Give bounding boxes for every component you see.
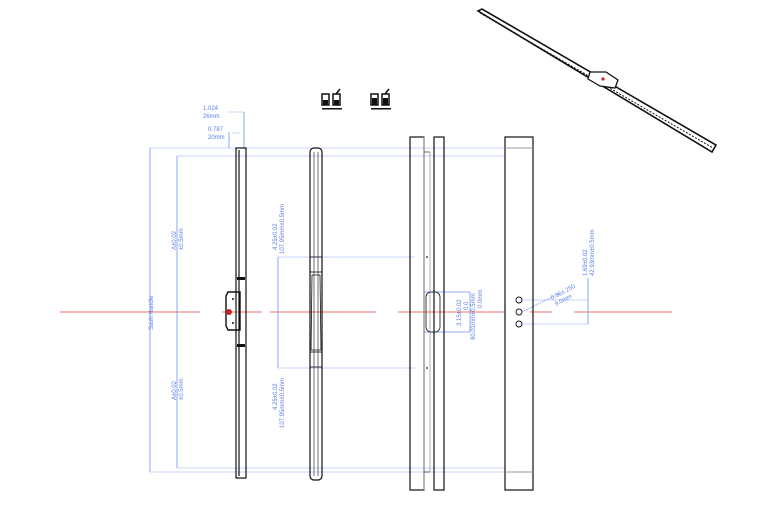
rail-side-view [309, 147, 323, 481]
dimension-labels: 1.024 26mm 0.787 20mm Sash Handle A±0.02… [149, 106, 596, 428]
handle-thumbnail [370, 88, 391, 110]
isometric-view [476, 8, 718, 154]
dim-overall-label: Sash Handle [149, 295, 155, 330]
dim-slot-mm2: 0.0mm [478, 290, 484, 308]
dim-top-outer-inch: 1.024 [203, 106, 219, 112]
dim-hole-offset-inch: 1.69±0.02 [583, 249, 589, 276]
dim-lower-a-inch: A±0.02 [172, 380, 178, 400]
dim-upper-seg-mm: 107.95mm±0.5mm [280, 204, 286, 254]
dim-slot-inch2: 0.0 [464, 301, 470, 310]
rail-front-view [225, 147, 247, 479]
dim-lower-seg-inch: 4.25±0.02 [273, 383, 279, 410]
dimension-lines [149, 111, 589, 473]
mounting-hole [515, 308, 523, 316]
dim-top-inner-mm: 20mm [208, 135, 225, 141]
handle-thumbnails [321, 88, 391, 110]
dim-upper-a-inch: A±0.02 [172, 230, 178, 250]
dim-top-outer-mm: 26mm [203, 114, 220, 120]
dim-upper-seg-inch: 4.25±0.02 [273, 223, 279, 250]
mounting-hole [515, 296, 523, 304]
dim-slot-inch: 3.15±0.02 [457, 299, 463, 326]
handle-thumbnail [321, 88, 342, 110]
dim-slot-mm: 80.01mm±0.5mm [471, 293, 477, 340]
dim-hole-offset-mm: 42.93mm±0.5mm [590, 229, 596, 276]
dim-upper-a-mm: ±0.5mm [179, 228, 185, 250]
mounting-hole [515, 320, 523, 328]
profile-section-view [409, 136, 445, 491]
profile-top-view [504, 136, 534, 491]
dim-top-inner-inch: 0.787 [208, 127, 224, 133]
dim-lower-a-mm: ±0.5mm [179, 378, 185, 400]
dim-lower-seg-mm: 107.95mm±0.5mm [280, 378, 286, 428]
